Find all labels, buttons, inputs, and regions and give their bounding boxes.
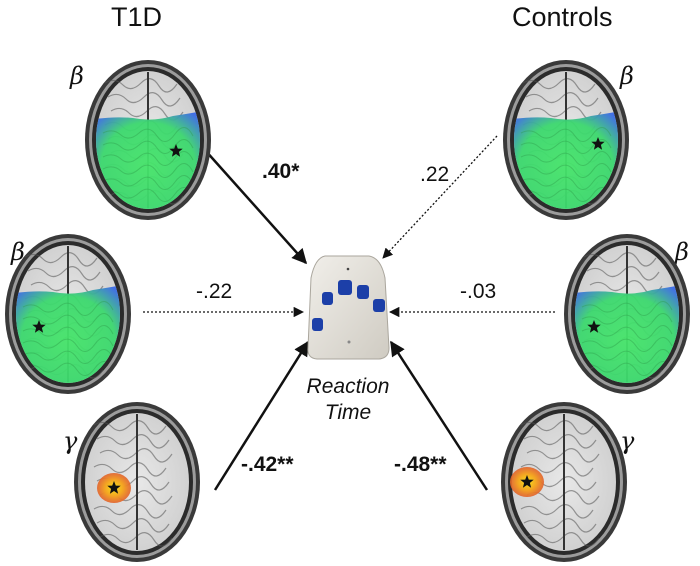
arrow-left-top: [195, 139, 307, 265]
coef-left-bottom: -.42**: [241, 453, 294, 476]
reaction-time-line2: Time: [324, 401, 372, 424]
device-button: [312, 318, 323, 331]
brain-map-left-bottom: [74, 402, 200, 562]
coef-right-top: .22: [420, 163, 450, 186]
coef-left-top: .40*: [262, 160, 300, 183]
brain-map-left-top: [85, 60, 211, 220]
right-top-band-label: β: [620, 62, 634, 90]
controls-column-title: Controls: [512, 2, 613, 32]
device-button: [373, 299, 385, 312]
brain-map-right-top: [503, 60, 629, 220]
device-button: [322, 292, 333, 305]
brain-map-right-middle: [564, 234, 690, 394]
device-button: [357, 285, 369, 299]
arrow-left-bottom: [213, 340, 310, 491]
left-bottom-band-label: γ: [63, 427, 78, 455]
coef-right-middle: -.03: [460, 280, 497, 303]
brain-map-right-bottom: [501, 402, 627, 562]
left-middle-band-label: β: [11, 238, 25, 266]
right-bottom-band-label: γ: [620, 427, 635, 455]
coef-right-bottom: -.48**: [394, 453, 447, 476]
coef-left-middle: -.22: [196, 280, 233, 303]
left-top-band-label: β: [70, 62, 84, 90]
reaction-time-device: [307, 255, 390, 360]
arrow-right-top: [382, 135, 498, 259]
brain-map-left-middle: [5, 234, 131, 394]
device-button: [338, 280, 352, 295]
reaction-time-line1: Reaction: [306, 375, 390, 398]
right-middle-band-label: β: [675, 238, 689, 266]
arrow-right-bottom: [389, 340, 489, 491]
reaction-time-label: Reaction Time: [278, 374, 418, 426]
t1d-column-title: T1D: [111, 2, 163, 32]
